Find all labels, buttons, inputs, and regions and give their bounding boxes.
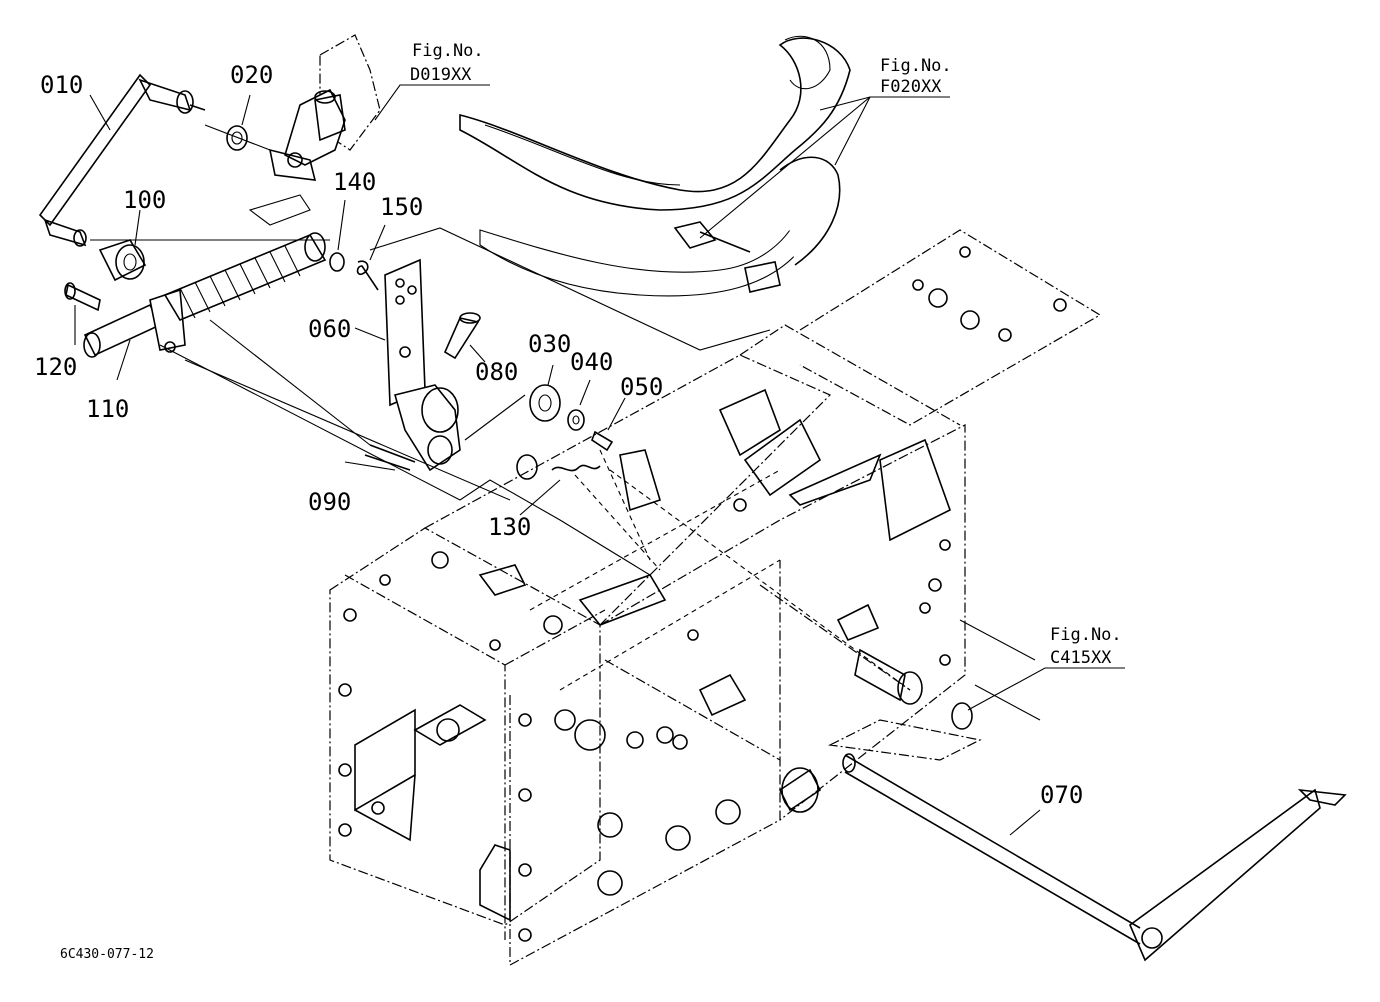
fig-ref-f020-title: Fig.No. [880,56,952,76]
label-060: 060 [308,315,351,343]
drawing-code: 6C430-077-12 [60,947,154,962]
label-010: 010 [40,71,83,99]
brake-pedal-assembly [459,35,851,297]
pedal-shaft-070 [827,648,1347,962]
fig-ref-c415-callout: Fig.No. C415XX [967,625,1125,711]
fig-ref-c415-title: Fig.No. [1050,625,1122,645]
bracket-d019 [268,34,381,181]
fig-ref-f020-code: F020XX [880,77,942,97]
label-110: 110 [86,395,129,423]
label-020: 020 [230,61,273,89]
washer-020 [226,125,248,151]
label-090: 090 [308,488,351,516]
assembly-lines [90,124,1041,721]
fig-ref-c415-code: C415XX [1050,648,1112,668]
washer-140 [329,252,345,272]
washer-040 [567,409,585,431]
label-leaders [74,94,1041,836]
clip-150 [356,260,379,291]
fig-ref-d019-code: D019XX [410,65,472,85]
collar-100 [98,239,147,282]
fig-ref-d019-title: Fig.No. [412,41,484,61]
pin-120 [64,282,101,312]
label-030: 030 [528,330,571,358]
label-150: 150 [380,193,423,221]
label-070: 070 [1040,781,1083,809]
label-050: 050 [620,373,663,401]
link-010 [38,73,206,247]
bush-130 [516,454,601,480]
fig-ref-f020-callout: Fig.No. F020XX [699,56,952,239]
part-labels: 010 020 030 040 050 060 070 080 090 100 … [34,61,1083,809]
spring-rod-110 [83,232,327,358]
clip-050 [591,430,614,452]
label-080: 080 [475,358,518,386]
label-130: 130 [488,513,531,541]
label-140: 140 [333,168,376,196]
arm-060 [364,258,461,472]
washer-030 [529,384,561,422]
label-040: 040 [570,348,613,376]
main-frame [329,229,1102,967]
fig-ref-d019-callout: Fig.No. D019XX [374,41,490,121]
label-100: 100 [123,186,166,214]
label-120: 120 [34,353,77,381]
pin-080 [443,312,481,360]
